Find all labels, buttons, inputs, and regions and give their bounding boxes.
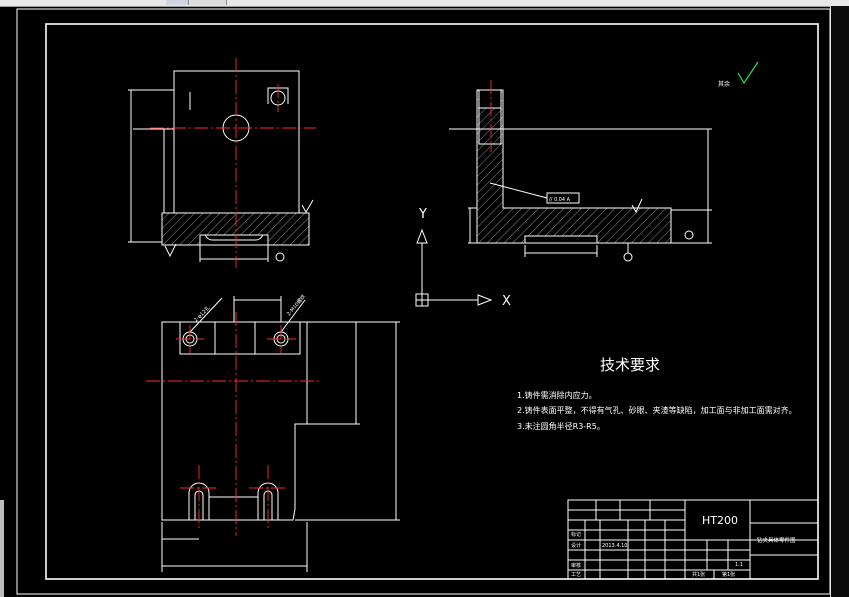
title-block-row-label: 工艺 [571, 572, 581, 578]
hole-right-callout: 2-M10螺纹 [285, 293, 307, 317]
title-block-material: HT200 [702, 514, 738, 527]
title-block-scale: 1:1 [735, 562, 743, 568]
ucs-axis-icon [415, 228, 493, 307]
title-block-row-label: 设计 [571, 542, 581, 549]
technical-requirements: 技术要求 1.铸件需消除内应力。 2.铸件表面平整，不得有气孔、砂眼、夹渣等缺陷… [517, 356, 797, 431]
tech-req-title: 技术要求 [600, 356, 660, 374]
title-block [567, 499, 819, 580]
title-block-sheet-no: 第1张 [722, 571, 735, 578]
hole-left-callout: 2-φ12孔 [192, 305, 211, 324]
toolbar-tab[interactable] [190, 0, 227, 5]
roughness-check-icon [737, 61, 759, 85]
front-view [128, 70, 314, 262]
title-block-row-label: 标记 [571, 531, 581, 538]
outer-sheet-frame [16, 8, 831, 595]
tech-req-item: 3.未注圆角半径R3-R5。 [517, 421, 605, 431]
title-block-date: 2013.4.10 [602, 543, 627, 549]
title-block-sheet-total: 共1张 [692, 571, 705, 578]
tech-req-item: 1.铸件需消除内应力。 [517, 390, 597, 400]
title-block-row-label: 审核 [571, 562, 581, 569]
inner-drawing-border [45, 23, 819, 580]
application-top-bar [0, 0, 849, 7]
left-panel-edge [0, 500, 4, 597]
flatness-callout: // 0.04 A [549, 197, 571, 203]
front-view-centerlines [150, 58, 316, 268]
y-axis-label: Y [418, 207, 427, 222]
tech-req-item: 2.铸件表面平整，不得有气孔、砂眼、夹渣等缺陷，加工面与非加工面需对齐。 [517, 405, 797, 415]
toolbar-tab[interactable] [166, 0, 189, 5]
roughness-note: 其余 [718, 80, 730, 88]
title-block-part-name: 钻夹具体零件图 [757, 536, 796, 544]
side-view [449, 89, 712, 262]
x-axis-label: X [502, 294, 511, 309]
top-view-centerlines [146, 312, 322, 536]
top-view [161, 296, 400, 572]
